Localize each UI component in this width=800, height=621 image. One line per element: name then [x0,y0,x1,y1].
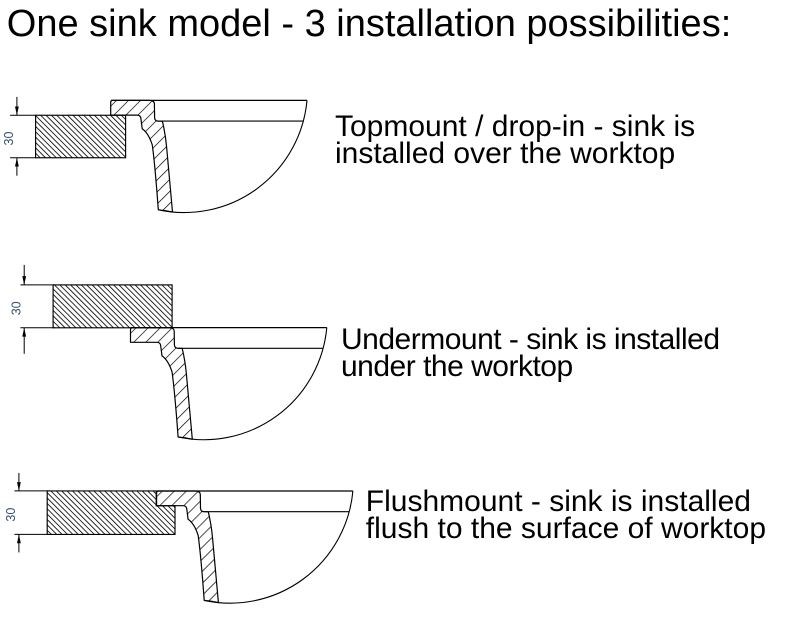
svg-text:30: 30 [2,132,16,146]
svg-text:30: 30 [4,508,18,522]
svg-text:30: 30 [9,301,23,315]
